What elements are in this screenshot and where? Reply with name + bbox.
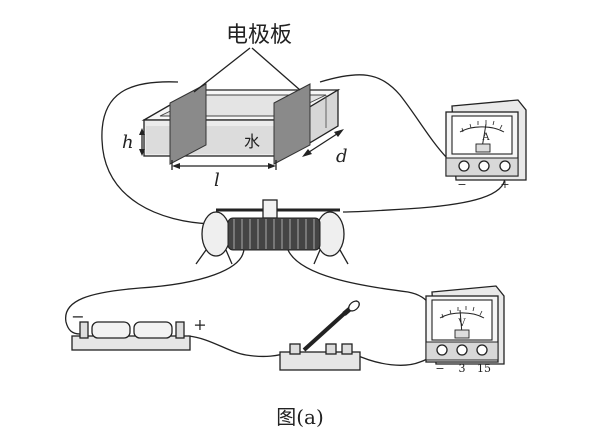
ammeter: A − + (445, 99, 527, 191)
rheostat (195, 199, 349, 265)
electrode-plate-left (169, 83, 207, 165)
battery-minus-label: − (71, 307, 84, 326)
wire-plate-to-ammeter (319, 74, 448, 159)
electrode-plate-label: 电极板 (226, 23, 292, 48)
wire-rheostat-to-battery (65, 247, 245, 335)
wire-switch-to-voltmeter (353, 348, 437, 366)
battery-plus-label: + (193, 315, 206, 334)
water-label: 水 (244, 132, 260, 151)
voltmeter-terminal-15[interactable] (476, 344, 488, 356)
h-label: h (122, 132, 134, 153)
dimension-l: l (171, 160, 277, 191)
ammeter-terminal-mid[interactable] (478, 160, 490, 172)
battery: − + (71, 307, 207, 351)
voltmeter-3-label: 3 (459, 362, 466, 375)
water-band (146, 126, 286, 154)
voltmeter: V − 3 15 (425, 285, 505, 375)
voltmeter-symbol: V (457, 318, 466, 329)
ammeter-plus-label: + (500, 178, 509, 191)
wire-battery-to-switch (187, 335, 291, 358)
ammeter-symbol: A (481, 132, 490, 143)
rheostat-slider[interactable] (262, 199, 278, 219)
dimension-h: h (122, 128, 145, 156)
voltmeter-terminal-minus[interactable] (436, 344, 448, 356)
wires (65, 74, 506, 366)
ammeter-terminal-minus[interactable] (458, 160, 470, 172)
voltmeter-minus-label: − (435, 362, 444, 375)
switch[interactable] (279, 299, 361, 371)
battery-cell-left (91, 321, 131, 339)
ammeter-minus-label: − (457, 178, 466, 191)
d-label: d (336, 146, 348, 167)
plate-label-leader-right (251, 47, 301, 91)
dimension-d: d (302, 129, 348, 167)
voltmeter-15-label: 15 (477, 362, 491, 375)
wire-plate-to-rheostat (101, 81, 213, 225)
electrode-plate-right (273, 83, 311, 165)
voltmeter-terminal-3[interactable] (456, 344, 468, 356)
l-label: l (214, 170, 220, 191)
battery-cell-right (133, 321, 173, 339)
figure-caption: 图(a) (276, 405, 324, 429)
wire-rheostat-to-voltmeter (287, 249, 441, 337)
ammeter-terminal-plus[interactable] (499, 160, 511, 172)
plate-label-leader-left (193, 47, 251, 93)
wire-ammeter-to-rheostat (342, 176, 506, 213)
